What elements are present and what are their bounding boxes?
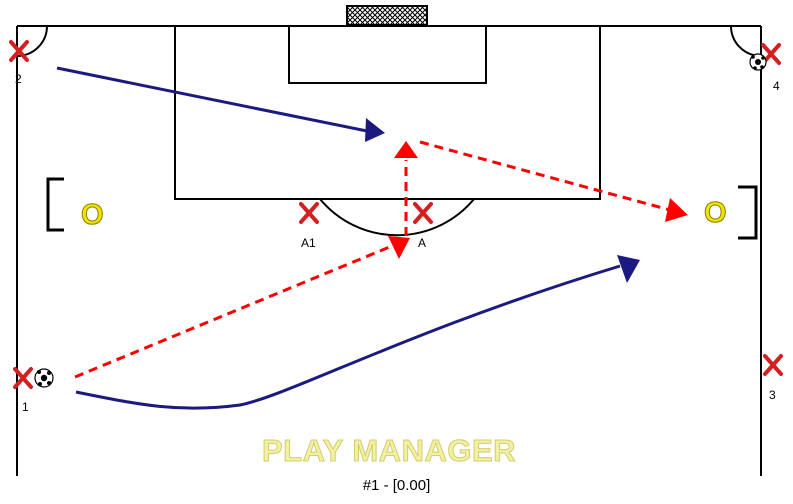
cone-icon: O — [704, 197, 727, 229]
penalty-arc — [319, 198, 475, 237]
run-arrows — [56, 66, 621, 410]
player-label-a1: A1 — [301, 236, 316, 250]
run-arrow-bottom-head — [617, 255, 640, 283]
x-marker-icon[interactable] — [413, 202, 433, 224]
player-label-1: 1 — [22, 400, 29, 414]
pass-arrow-3 — [419, 140, 671, 212]
pitch-lines — [16, 25, 762, 476]
run-arrow-top — [56, 66, 368, 133]
soccer-ball-icon[interactable] — [34, 368, 54, 388]
x-marker-icon[interactable] — [13, 367, 33, 389]
pass-arrow-1 — [74, 244, 393, 379]
x-marker-icon[interactable] — [763, 354, 783, 376]
cone-icon: O — [81, 199, 104, 231]
mini-goal-left — [46, 177, 64, 232]
player-label-a: A — [418, 236, 426, 250]
corner-arc-right — [730, 25, 762, 57]
pass-arrow-2-head — [394, 141, 418, 158]
soccer-ball-icon[interactable] — [749, 53, 767, 71]
goal-net-icon — [346, 5, 428, 26]
player-label-2: 2 — [15, 72, 22, 86]
pass-arrow-3-head — [665, 198, 688, 222]
frame-caption: #1 - [0.00] — [362, 477, 431, 494]
pass-arrows — [74, 140, 671, 379]
player-label-4: 4 — [773, 79, 780, 93]
mini-goal-right — [738, 185, 758, 240]
player-label-3: 3 — [769, 388, 776, 402]
run-arrow-top-head — [365, 118, 385, 142]
x-marker-icon[interactable] — [9, 40, 29, 62]
watermark: PLAY MANAGER — [262, 433, 516, 468]
x-marker-icon[interactable] — [299, 202, 319, 224]
goal-area — [288, 25, 487, 84]
pitch-diagram: 2 4 A1 A 1 3 O O PLAY MANAGER — [9, 5, 783, 476]
pass-arrow-1-head — [388, 236, 410, 259]
run-arrow-bottom — [75, 264, 621, 410]
